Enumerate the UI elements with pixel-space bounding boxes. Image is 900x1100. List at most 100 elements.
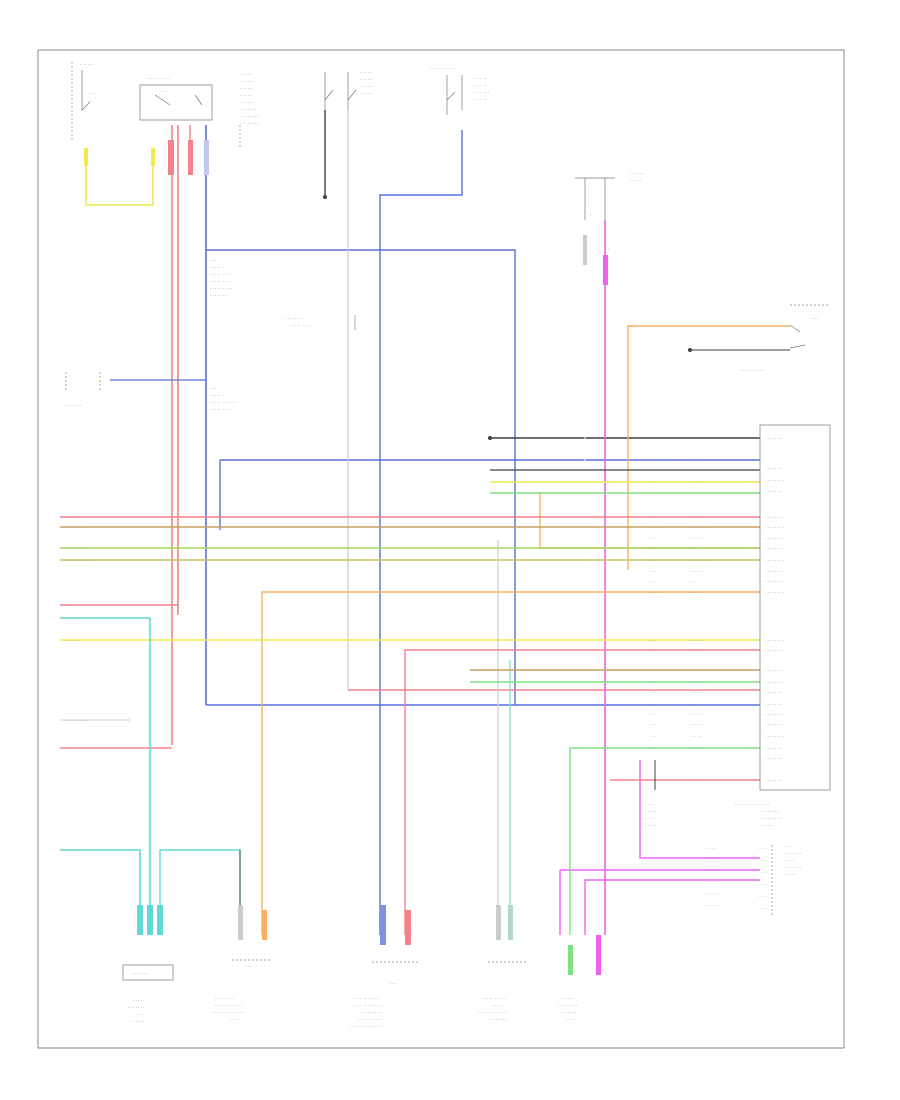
ground-g200: · · · · · · · · · · · · · · · · · · [645, 760, 656, 828]
svg-text:· · · · · · ·: · · · · · · · [210, 293, 227, 298]
svg-text:· · · · · · · · ·: · · · · · · · · · [760, 816, 782, 821]
wire-dark-brake [323, 110, 760, 440]
svg-text:· · · · ·: · · · · · [705, 868, 716, 873]
powertrain-control-module: · · · · · · · · · · · · · · · · · · · · … [735, 424, 831, 828]
svg-text:· · · · · · · · ·: · · · · · · · · · [65, 718, 87, 723]
svg-text:· · · · · · · ·: · · · · · · · · [765, 722, 784, 727]
svg-text:· · · · · · · · · ·: · · · · · · · · · · [358, 1017, 382, 1022]
svg-text:· · · · · · · ·: · · · · · · · · [215, 996, 234, 1001]
svg-text:· · ·: · · · [690, 579, 696, 584]
overdrive-switch: · · · · · · · · · · · · · · · · · · · · … [430, 66, 489, 115]
svg-text:· · · ·: · · · · [230, 1017, 239, 1022]
svg-text:· · · ·: · · · · [566, 1017, 575, 1022]
svg-text:· · · · · ·: · · · · · · [210, 265, 224, 270]
svg-text:· · · · · ·: · · · · · · [360, 91, 374, 96]
svg-text:· · · · · · · ·: · · · · · · · · [765, 590, 784, 595]
data-link-connector: · · · · · · · · · · · · · · · · · · · · … [122, 905, 174, 1024]
svg-text:· · · · · · · ·: · · · · · · · · [240, 121, 259, 126]
left-labels: · · · · · · · · · · · · · · · · · · · · … [65, 258, 237, 853]
output-shaft-speed-sensor: · · · · · · · · · · · · · · · · · · · · … [212, 905, 272, 1022]
svg-text:· · · ·: · · · · [650, 702, 659, 707]
brake-pedal-switch: · · · · · · · · · · · · · [740, 304, 830, 373]
svg-text:· · · · · · · · · · ·: · · · · · · · · · · · [355, 1003, 382, 1008]
svg-text:· · ·: · · · [812, 316, 818, 321]
svg-text:· · · · · ·: · · · · · · [705, 903, 719, 908]
svg-text:· · · · ·: · · · · · [690, 468, 701, 473]
transmission-range-sensor: · · · · · · · · · · · · [139, 76, 213, 121]
svg-text:· · ·: · · · [650, 746, 656, 751]
svg-text:· · · · · · ·: · · · · · · · [690, 680, 707, 685]
svg-text:· · · ·: · · · · [758, 870, 767, 875]
svg-text:· · · · · · · ·: · · · · · · · · [760, 809, 779, 814]
svg-text:· · · · · · · · · ·: · · · · · · · · · · [740, 368, 764, 373]
svg-text:· · · · · · ·: · · · · · · · [690, 712, 707, 717]
svg-text:· · · · ·: · · · · · [690, 746, 701, 751]
svg-text:· · · · · ·: · · · · · · [475, 90, 489, 95]
svg-text:· · · · · ·: · · · · · · [690, 480, 704, 485]
wire-pink-vss [559, 220, 760, 935]
svg-text:· · · · ·: · · · · · [475, 97, 486, 102]
svg-text:· · · · · ·: · · · · · · [240, 79, 254, 84]
svg-text:· · · ·: · · · · [645, 816, 654, 821]
svg-text:· · ·: · · · [650, 734, 656, 739]
svg-text:· · · · · · ·: · · · · · · · [765, 746, 782, 751]
svg-text:· · · · · ·: · · · · · · [705, 879, 719, 884]
svg-text:· · · ·: · · · · [645, 802, 654, 807]
svg-text:· · · ·: · · · · [650, 579, 659, 584]
svg-text:· · · ·: · · · · [650, 722, 659, 727]
svg-text:· · · ·: · · · · [650, 648, 659, 653]
svg-text:· · · · ·: · · · · · [785, 872, 796, 877]
svg-text:· · · · · ·: · · · · · · [65, 638, 79, 643]
svg-text:· · · · ·: · · · · · [705, 856, 716, 861]
svg-text:· · · · · · ·: · · · · · · · [690, 536, 707, 541]
svg-text:· · · · · · ·: · · · · · · · [132, 971, 149, 976]
svg-text:· · · · · · · · · · · · · ·: · · · · · · · · · · · · · · [735, 802, 769, 807]
svg-text:· · · · ·: · · · · · [360, 70, 371, 75]
svg-text:· · ·: · · · [245, 964, 251, 969]
svg-text:· · ·: · · · [650, 638, 656, 643]
trs-notes: · · · · · · · · · · · · · · · · · · · · … [239, 72, 259, 148]
svg-text:· · · · · · ·: · · · · · · · [765, 756, 782, 761]
svg-text:· · · · · · ·: · · · · · · · [690, 778, 707, 783]
svg-text:· · · · · ·: · · · · · · [690, 436, 704, 441]
svg-text:· · ·: · · · [390, 981, 396, 986]
svg-text:· · · · · · ·: · · · · · · · [765, 690, 782, 695]
svg-text:·: · [608, 246, 609, 251]
svg-text:· · · · · · ·: · · · · · · · [785, 865, 802, 870]
svg-text:· · · ·: · · · · [492, 1003, 501, 1008]
svg-text:· · · · · ·: · · · · · · [65, 616, 79, 621]
neutral-switch: · · · · · · · · · · · [71, 62, 94, 140]
svg-text:· · · · · · · ·: · · · · · · · · [765, 680, 784, 685]
wire-gray: · · · · · · · · · · · · · · · · · [285, 110, 760, 691]
svg-text:· · · · ·: · · · · · [690, 590, 701, 595]
svg-text:· · · · ·: · · · · · [705, 846, 716, 851]
svg-text:· · · · · ·: · · · · · · [240, 100, 254, 105]
svg-text:· · · · · · · ·: · · · · · · · · [765, 515, 784, 520]
svg-text:· · · · · · · ·: · · · · · · · · [765, 579, 784, 584]
svg-text:· · · ·: · · · · [650, 525, 659, 530]
svg-text:· · · · · · · ·: · · · · · · · · [765, 525, 784, 530]
svg-text:· · · · ·: · · · · · [690, 734, 701, 739]
wire-green [470, 469, 760, 935]
svg-text:· · · · · ·: · · · · · · [690, 638, 704, 643]
svg-text:· · · · · · ·: · · · · · · · [765, 466, 782, 471]
svg-text:· · · · · · · ·: · · · · · · · · [765, 569, 784, 574]
wire-red-trunk [168, 125, 193, 745]
svg-text:· · · · · · · ·: · · · · · · · · [765, 638, 784, 643]
svg-text:· · · ·: · · · · [650, 536, 659, 541]
svg-text:· · · · · · · · ·: · · · · · · · · · [210, 286, 232, 291]
svg-text:· · ·: · · · [136, 1012, 142, 1017]
svg-text:· · · · · · · ·: · · · · · · · · [488, 1017, 507, 1022]
turbine-speed-sensor: · · · · · · · · · · · · · · · · · · · · … [478, 905, 528, 1022]
svg-text:· · · ·: · · · · [650, 458, 659, 463]
svg-text:· · · · · ·: · · · · · · [690, 690, 704, 695]
svg-text:· · ·: · · · [650, 546, 656, 551]
svg-text:· · · · ·: · · · · · [475, 83, 486, 88]
svg-text:· · · · · · ·: · · · · · · · [690, 558, 707, 563]
svg-text:· · · · ·: · · · · · [65, 515, 76, 520]
svg-text:· · · · ·: · · · · · [645, 809, 656, 814]
svg-text:· · · · · ·: · · · · · · [65, 848, 79, 853]
svg-text:· · · · ·: · · · · · [360, 84, 371, 89]
svg-text:· · · · · · · ·: · · · · · · · · [765, 546, 784, 551]
svg-text:· · · · · · · ·: · · · · · · · · [240, 114, 259, 119]
